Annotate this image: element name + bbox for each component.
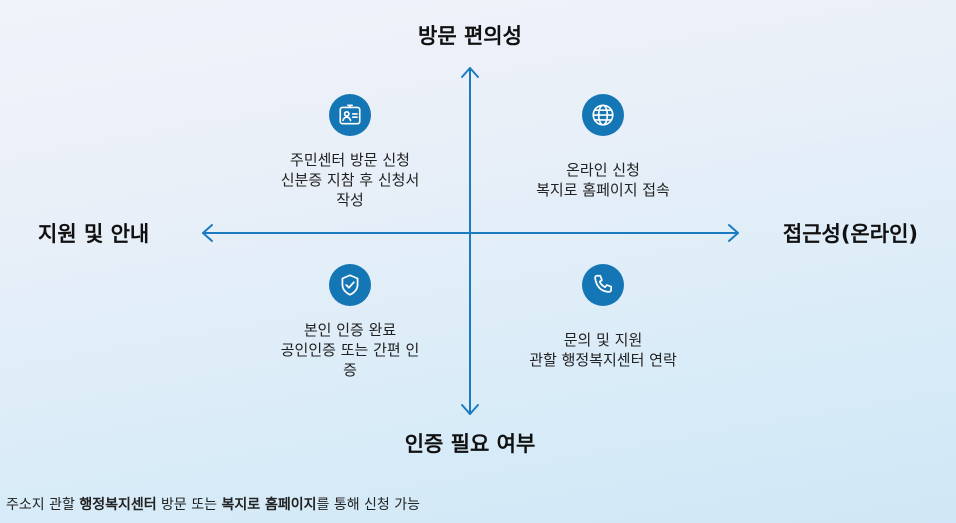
footer-bold-center: 행정복지센터: [79, 497, 157, 513]
arrow-up-icon: [461, 67, 479, 78]
phone-icon: [582, 264, 624, 306]
id-card-icon: [329, 94, 371, 136]
quadrant-text-top-right: 온라인 신청 복지로 홈페이지 접속: [503, 160, 703, 200]
arrow-left-icon: [202, 224, 213, 242]
quadrant-line: 신분증 지참 후 신청서: [280, 171, 420, 189]
footer-text: 방문 또는: [156, 497, 222, 513]
shield-check-icon: [329, 264, 371, 306]
arrow-right-icon: [728, 224, 739, 242]
footer-text: 를 통해 신청 가능: [316, 497, 421, 513]
quadrant-text-top-left: 주민센터 방문 신청 신분증 지참 후 신청서 작성: [250, 150, 450, 210]
axis-label-right: 접근성(온라인): [782, 222, 918, 246]
axis-label-left: 지원 및 안내: [38, 222, 150, 246]
quadrant-line: 관할 행정복지센터 연락: [529, 351, 677, 369]
quadrant-line: 주민센터 방문 신청: [290, 151, 410, 169]
axis-label-bottom: 인증 필요 여부: [404, 432, 536, 456]
quadrant-line: 공인인증 또는 간편 인: [280, 341, 420, 359]
quadrant-line: 온라인 신청: [566, 161, 640, 179]
footer-note: 주소지 관할 행정복지센터 방문 또는 복지로 홈페이지를 통해 신청 가능: [6, 494, 420, 514]
quadrant-text-bottom-left: 본인 인증 완료 공인인증 또는 간편 인 증: [250, 320, 450, 380]
quadrant-line: 증: [343, 361, 357, 379]
arrow-down-icon: [461, 404, 479, 415]
globe-icon: [582, 94, 624, 136]
axis-label-top: 방문 편의성: [418, 24, 522, 48]
footer-bold-website: 복지로 홈페이지: [221, 497, 317, 513]
quadrant-line: 본인 인증 완료: [303, 321, 397, 339]
quadrant-line: 복지로 홈페이지 접속: [536, 181, 670, 199]
footer-text: 주소지 관할: [6, 497, 80, 513]
quadrant-line: 작성: [336, 191, 364, 209]
quadrant-text-bottom-right: 문의 및 지원 관할 행정복지센터 연락: [503, 330, 703, 370]
quadrant-line: 문의 및 지원: [563, 331, 643, 349]
